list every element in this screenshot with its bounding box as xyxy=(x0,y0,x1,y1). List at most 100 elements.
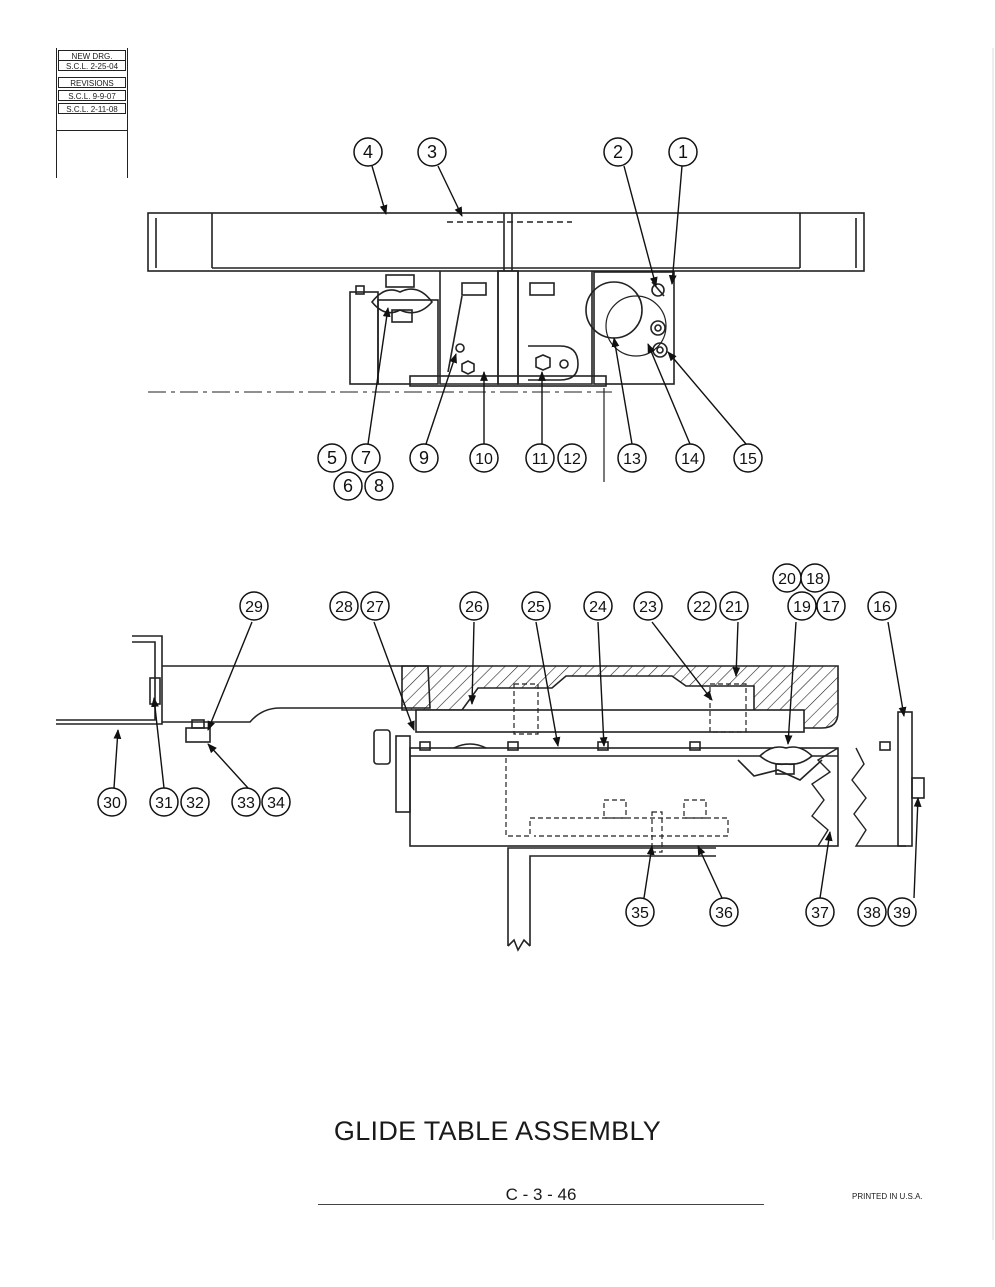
callout-label: 38 xyxy=(863,905,881,922)
callout-label: 12 xyxy=(563,451,581,468)
callout-2: 2 xyxy=(603,137,633,167)
callout-label: 25 xyxy=(527,599,545,616)
revision-2: S.C.L. 2-11-08 xyxy=(58,103,126,114)
callout-circle xyxy=(867,591,897,621)
callout-label: 21 xyxy=(725,599,743,616)
callout-label: 33 xyxy=(237,795,255,812)
callout-circle xyxy=(180,787,210,817)
callout-circle xyxy=(800,563,830,593)
callout-16: 16 xyxy=(867,591,897,621)
printed-in-usa: PRINTED IN U.S.A. xyxy=(852,1192,923,1201)
callout-20: 20 xyxy=(772,563,802,593)
callout-circle xyxy=(417,137,447,167)
callout-label: 18 xyxy=(806,571,824,588)
callout-label: 31 xyxy=(155,795,173,812)
callout-circle xyxy=(633,591,663,621)
callout-circle xyxy=(459,591,489,621)
leader-lines xyxy=(113,165,922,899)
callout-13: 13 xyxy=(617,443,647,473)
callout-label: 26 xyxy=(465,599,483,616)
callout-label: 37 xyxy=(811,905,829,922)
callout-35: 35 xyxy=(625,897,655,927)
callout-9: 9 xyxy=(409,443,439,473)
callout-label: 1 xyxy=(678,142,688,162)
revisions-header: REVISIONS xyxy=(58,77,126,88)
callout-circle xyxy=(617,443,647,473)
callout-circle xyxy=(360,591,390,621)
callout-circle xyxy=(317,443,347,473)
callout-28: 28 xyxy=(329,591,359,621)
callout-22: 22 xyxy=(687,591,717,621)
callout-circle xyxy=(816,591,846,621)
callout-label: 14 xyxy=(681,451,699,468)
new-drawing-date: S.C.L. 2-25-04 xyxy=(58,60,126,71)
callout-15: 15 xyxy=(733,443,763,473)
callout-label: 11 xyxy=(532,451,549,468)
callout-circle xyxy=(603,137,633,167)
callout-33: 33 xyxy=(231,787,261,817)
table-top xyxy=(147,212,865,272)
callout-circle xyxy=(887,897,917,927)
callout-24: 24 xyxy=(583,591,613,621)
callout-label: 24 xyxy=(589,599,607,616)
page-code: C - 3 - 46 xyxy=(505,1185,577,1204)
callout-circle xyxy=(857,897,887,927)
callout-label: 20 xyxy=(778,571,796,588)
callout-circle xyxy=(709,897,739,927)
revision-divider xyxy=(56,130,128,131)
bottom-view xyxy=(56,635,925,952)
callout-label: 10 xyxy=(475,451,493,468)
callout-30: 30 xyxy=(97,787,127,817)
callout-39: 39 xyxy=(887,897,917,927)
callout-label: 8 xyxy=(374,476,384,496)
callout-label: 3 xyxy=(427,142,437,162)
callout-circle xyxy=(687,591,717,621)
callout-circle xyxy=(364,471,394,501)
callout-label: 36 xyxy=(715,905,733,922)
callout-circle xyxy=(469,443,499,473)
callout-14: 14 xyxy=(675,443,705,473)
callout-10: 10 xyxy=(469,443,499,473)
callout-label: 9 xyxy=(419,448,429,468)
callout-circle xyxy=(409,443,439,473)
callout-circle xyxy=(805,897,835,927)
callout-23: 23 xyxy=(633,591,663,621)
callout-label: 13 xyxy=(623,451,641,468)
callout-26: 26 xyxy=(459,591,489,621)
callout-label: 23 xyxy=(639,599,657,616)
callout-5: 5 xyxy=(317,443,347,473)
revision-1: S.C.L. 9-9-07 xyxy=(58,90,126,101)
callout-circle xyxy=(239,591,269,621)
callout-21: 21 xyxy=(719,591,749,621)
callout-label: 35 xyxy=(631,905,649,922)
callout-circle xyxy=(787,591,817,621)
callout-circle xyxy=(557,443,587,473)
hatched-section xyxy=(401,665,839,729)
callout-37: 37 xyxy=(805,897,835,927)
callout-label: 22 xyxy=(693,599,711,616)
callout-label: 16 xyxy=(873,599,891,616)
revision-frame xyxy=(56,48,128,178)
drawing-title: GLIDE TABLE ASSEMBLY xyxy=(333,1116,662,1146)
callout-label: 34 xyxy=(267,795,285,812)
callout-circle xyxy=(675,443,705,473)
callout-31: 31 xyxy=(149,787,179,817)
callout-circle xyxy=(353,137,383,167)
callout-1: 1 xyxy=(668,137,698,167)
callout-circle xyxy=(733,443,763,473)
callout-label: 19 xyxy=(793,599,811,616)
top-view xyxy=(147,212,865,482)
callout-12: 12 xyxy=(557,443,587,473)
callout-label: 30 xyxy=(103,795,121,812)
callout-label: 15 xyxy=(739,451,757,468)
callout-circle xyxy=(149,787,179,817)
callout-6: 6 xyxy=(333,471,363,501)
callout-circle xyxy=(583,591,613,621)
callout-circle xyxy=(625,897,655,927)
callout-circle xyxy=(329,591,359,621)
callout-4: 4 xyxy=(353,137,383,167)
callout-19: 19 xyxy=(787,591,817,621)
callout-circle xyxy=(97,787,127,817)
callout-label: 6 xyxy=(343,476,353,496)
